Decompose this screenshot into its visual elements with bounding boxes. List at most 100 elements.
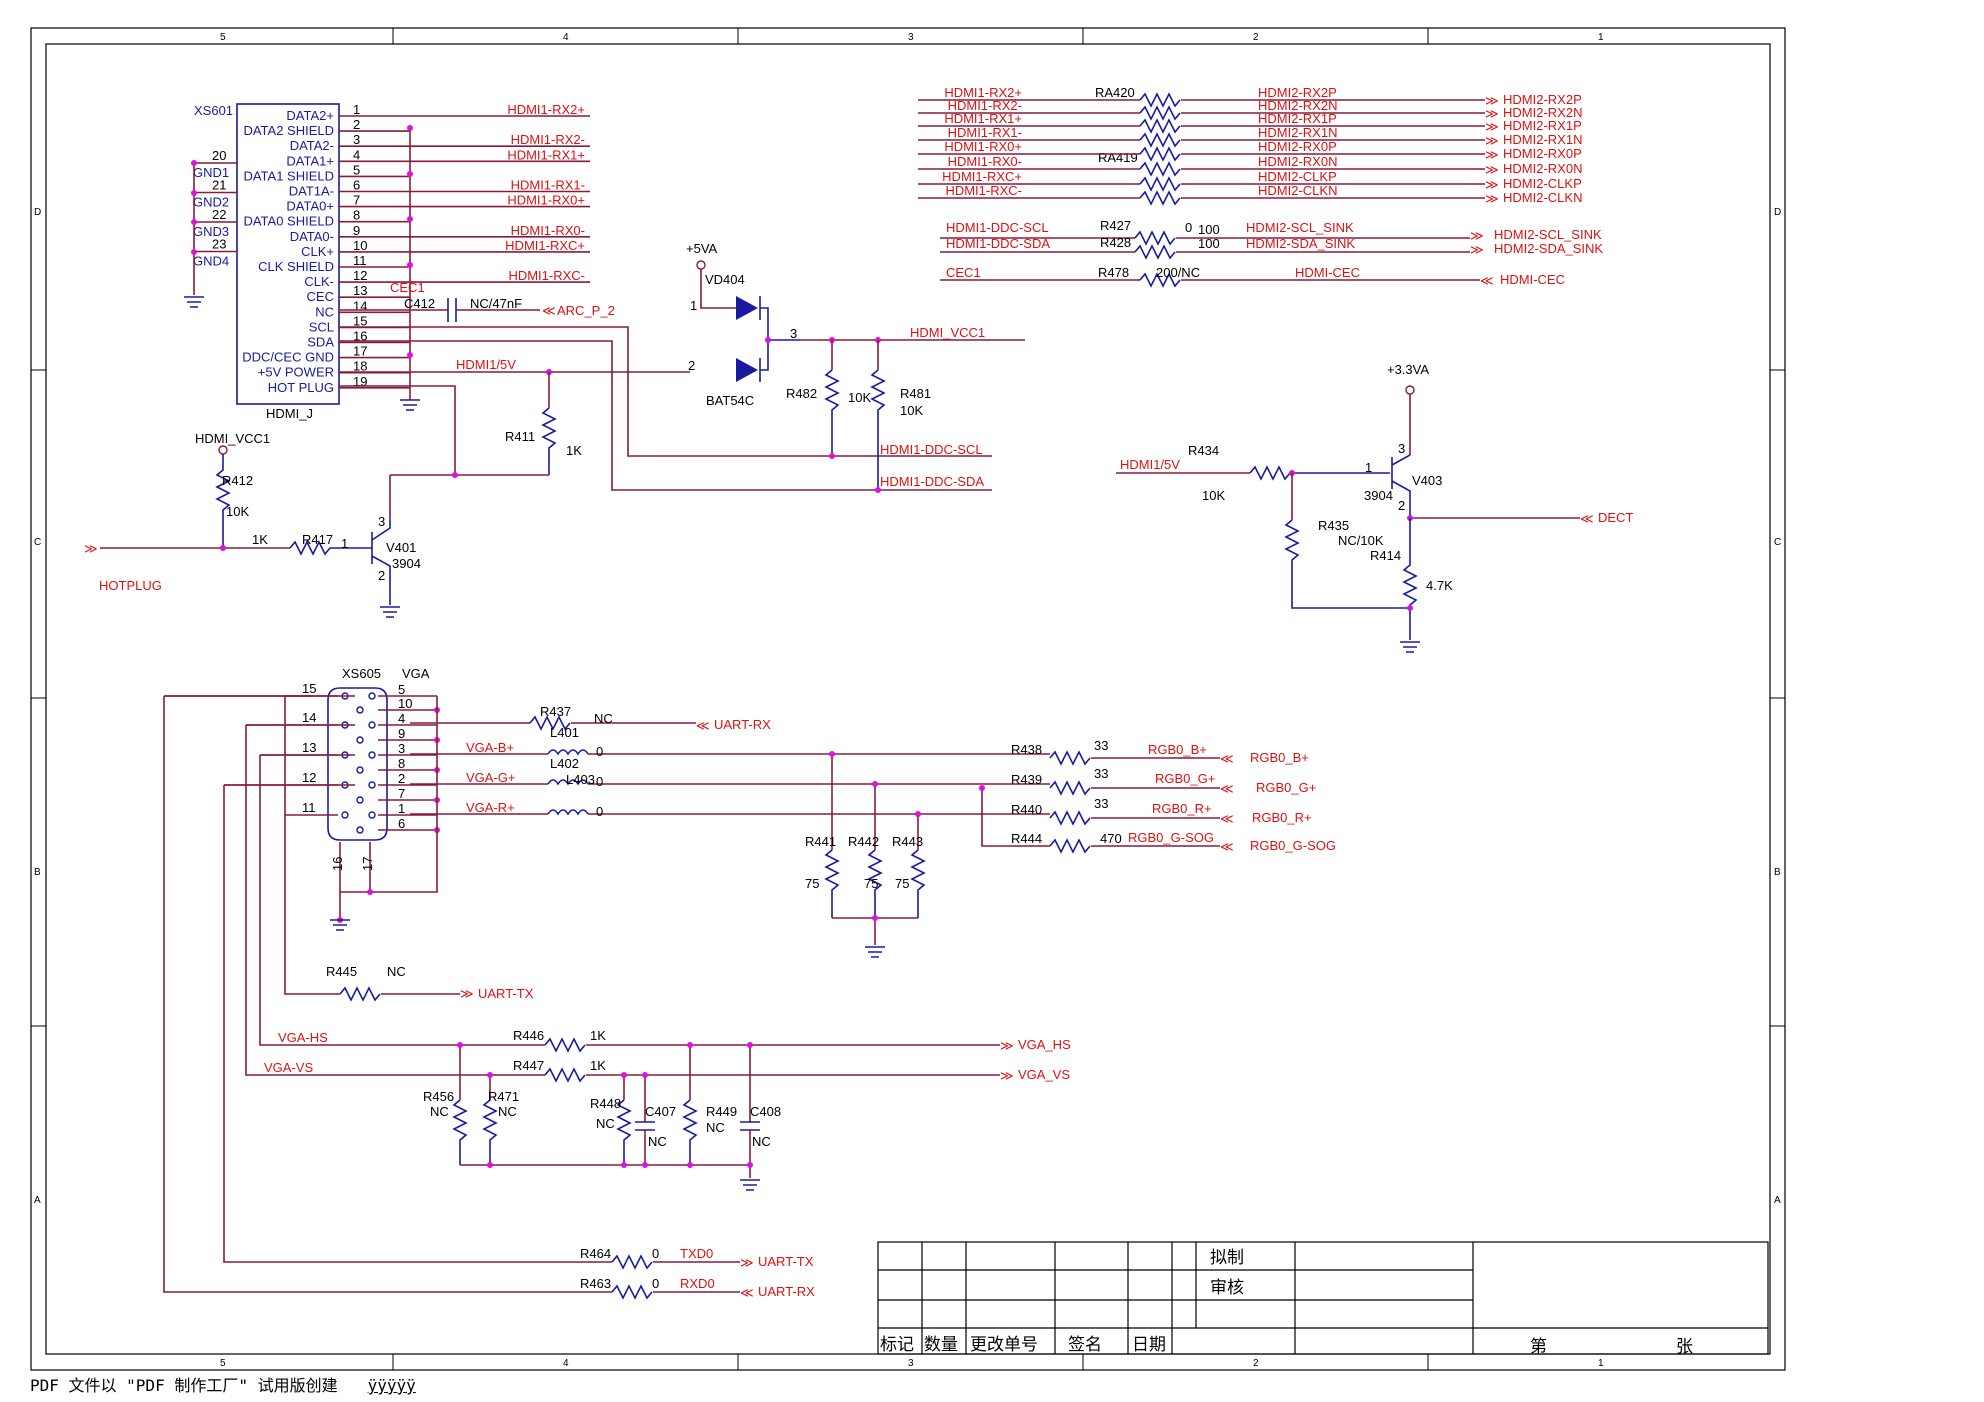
- ddc-scl-net: HDMI1-DDC-SCL: [880, 442, 983, 457]
- l401-ref: L401: [550, 725, 579, 740]
- ra-resistor: [1139, 161, 1181, 177]
- hdmi-pin-net: HDMI1-RX0+: [507, 193, 585, 208]
- hdmi-pin-number: 3: [353, 132, 360, 147]
- r447-ref: R447: [513, 1058, 544, 1073]
- hotplug-block: R411 1K HDMI_VCC1 R412 10K 1K R417 1 3 V…: [84, 372, 582, 618]
- c407-value: NC: [648, 1134, 667, 1149]
- v401-type: 3904: [392, 556, 421, 571]
- r417-symbol: [289, 540, 372, 556]
- hdmi-pin-number: 6: [353, 178, 360, 193]
- diode-pin3: 3: [790, 326, 797, 341]
- scl-sink-port: HDMI2-SCL_SINK: [1494, 227, 1602, 242]
- r417-value: 1K: [252, 532, 268, 547]
- ra-left-net: HDMI1-RXC+: [942, 169, 1022, 184]
- pdf-footer-link[interactable]: ÿÿÿÿÿ: [367, 1376, 416, 1395]
- vga-g-net: VGA-G+: [466, 770, 516, 785]
- hdmi-pin-name: DATA2+: [286, 108, 334, 123]
- gnd-pin-number: 20: [212, 148, 226, 163]
- hdmi-pin-name: DAT1A-: [289, 184, 334, 199]
- zone-row-c-right: C: [1774, 537, 1781, 548]
- hdmi15v-net: HDMI1/5V: [1120, 457, 1180, 472]
- vga-right-pin: 6: [398, 816, 405, 831]
- r434-ref: R434: [1188, 443, 1219, 458]
- r442-ref: R442: [848, 834, 879, 849]
- v401-ref: V401: [386, 540, 416, 555]
- hdmi-ref: XS601: [194, 103, 233, 118]
- hdmi-pin-number: 13: [353, 283, 367, 298]
- r471-value: NC: [498, 1104, 517, 1119]
- vga-left-pin: 15: [302, 681, 316, 696]
- dect-block: +3.3VA HDMI1/5V R434 10K 1 3 V403 3904 2…: [1116, 362, 1633, 653]
- arc-label: ARC_P_2: [557, 303, 615, 318]
- gnd-pin-name: GND2: [193, 195, 229, 210]
- r448-value: NC: [596, 1116, 615, 1131]
- vga-pin-hole: [368, 751, 376, 759]
- r427-ref: R427: [1100, 218, 1131, 233]
- v403-ref: V403: [1412, 473, 1442, 488]
- r434-value: 10K: [1202, 488, 1225, 503]
- rgb-b-port: RGB0_B+: [1250, 750, 1309, 765]
- r440-value: 33: [1094, 796, 1108, 811]
- scl-sink-arrow: ≫: [1470, 228, 1484, 243]
- hdmi-pin-name: DATA0 SHIELD: [243, 214, 334, 229]
- r437-ref: R437: [540, 704, 571, 719]
- diode-lower: [736, 358, 758, 382]
- c412-ref: C412: [404, 296, 435, 311]
- rgb-r-net: RGB0_R+: [1152, 801, 1212, 816]
- r411-symbol: [541, 407, 557, 475]
- vga-vs-net: VGA-VS: [264, 1060, 313, 1075]
- rgb-sog-net: RGB0_G-SOG: [1128, 830, 1214, 845]
- hdmi-pin-net: HDMI1-RX0-: [511, 223, 585, 238]
- c412-value: NC/47nF: [470, 296, 522, 311]
- r481-ref: R481: [900, 386, 931, 401]
- ra-left-net: HDMI1-RX2-: [948, 98, 1022, 113]
- gnd-pin-name: GND1: [193, 165, 229, 180]
- vga-left-pin: 14: [302, 710, 316, 725]
- hdmi-pin-name: DATA2-: [290, 138, 334, 153]
- vga-right-pin: 5: [398, 682, 405, 697]
- zone-col-5: 5: [220, 32, 226, 43]
- hdmi-pin-number: 19: [353, 374, 367, 389]
- ra-mid-net: HDMI2-RX1N: [1258, 125, 1337, 140]
- hdmi-pin-number: 16: [353, 329, 367, 344]
- vcc5-label: +5VA: [686, 241, 718, 256]
- vcc33-label: +3.3VA: [1387, 362, 1429, 377]
- ra-block: RA420 RA419 HDMI1-RX2+HDMI2-RX2P≫HDMI2-R…: [918, 85, 1582, 206]
- rgb-sog-port: RGB0_G-SOG: [1250, 838, 1336, 853]
- zone-row-c: C: [34, 537, 41, 548]
- vga-pin-hole: [368, 721, 376, 729]
- rgb-b-net: RGB0_B+: [1148, 742, 1207, 757]
- r482-ref: R482: [786, 386, 817, 401]
- r414-symbol: [1402, 518, 1418, 640]
- r417-ref: R417: [302, 532, 333, 547]
- r435-ref: R435: [1318, 518, 1349, 533]
- hdmi-pin-name: DATA2 SHIELD: [243, 123, 334, 138]
- zone-row-a-right: A: [1774, 1195, 1781, 1206]
- hdmi-pin-name: NC: [315, 304, 334, 319]
- vga-left-pin: 11: [302, 800, 316, 815]
- sda-route: [339, 340, 992, 491]
- gnd-pin-name: GND4: [193, 254, 229, 269]
- r447-value: 1K: [590, 1058, 606, 1073]
- hdmi-pin-net: HDMI1-RXC-: [508, 268, 585, 283]
- vga-pin-hole: [368, 781, 376, 789]
- hdmi-pin-net: HDMI1-RX1+: [507, 147, 585, 162]
- r412-ref: R412: [222, 473, 253, 488]
- vga-pin-hole: [356, 796, 364, 804]
- ddc-sda-in: HDMI1-DDC-SDA: [946, 236, 1050, 251]
- zone-row-a: A: [34, 1195, 41, 1206]
- hdmi-pin-name: DATA1 SHIELD: [243, 168, 334, 183]
- txd0-net: TXD0: [680, 1246, 713, 1261]
- ra-arrow: ≫: [1485, 191, 1499, 206]
- ra-arrow: ≫: [1485, 162, 1499, 177]
- hdmi-pin-name: SDA: [307, 335, 334, 350]
- zone-col-1-bottom: 1: [1598, 1358, 1604, 1369]
- title-header-date: 日期: [1132, 1335, 1166, 1355]
- ra-resistor: [1139, 176, 1181, 192]
- ddc-scl-in: HDMI1-DDC-SCL: [946, 220, 1049, 235]
